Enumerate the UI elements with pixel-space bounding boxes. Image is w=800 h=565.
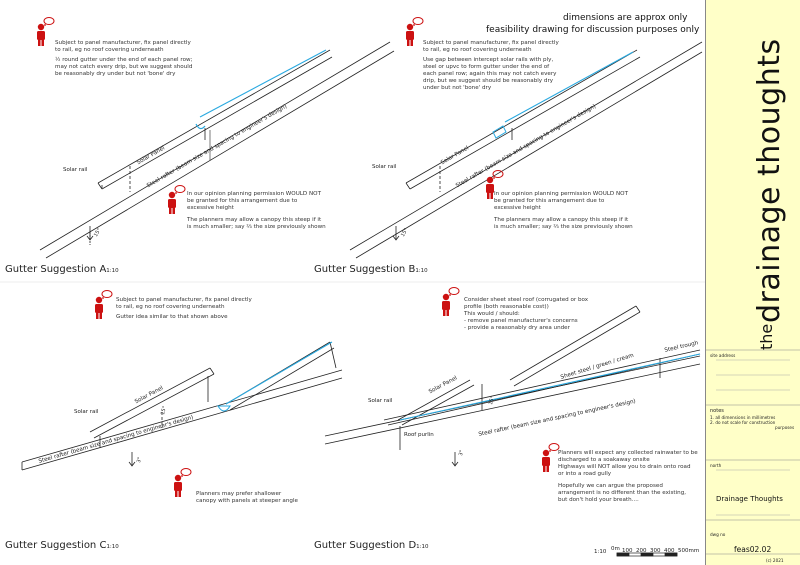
thinker-icon (173, 468, 192, 498)
scale-ratio: 1:10 (594, 549, 607, 555)
scale-tick-5: 500mm (678, 548, 700, 554)
panel-b-solar-rail: Solar rail (372, 164, 397, 170)
client-name: Drainage Thoughts (716, 495, 783, 503)
brand-name: drainage thoughts (752, 38, 787, 323)
thinker-icon (405, 17, 424, 47)
panel-b-caption: Gutter Suggestion B1:10 (314, 264, 428, 275)
panel-b-drawing (349, 41, 703, 259)
panel-b-note-1: Subject to panel manufacturer, fix panel… (423, 40, 559, 91)
note-1: 1. all dimensions in millimetres (710, 415, 776, 420)
panel-d-note-1: Consider sheet steel roof (corrugated or… (464, 297, 589, 331)
panel-b-note-2: In our opinion planning permission WOULD… (494, 191, 633, 230)
thinker-icon (36, 17, 55, 47)
panel-c-note-2: Planners may prefer shallower canopy wit… (196, 491, 298, 504)
note-3: purposes (775, 425, 795, 430)
header-feasibility-note: feasibility drawing for discussion purpo… (486, 25, 700, 35)
scale-bar (616, 552, 678, 557)
scale-tick-4: 400 (664, 548, 675, 554)
panel-c-solar-rail: Solar rail (74, 409, 99, 415)
title-block (705, 0, 800, 565)
notes-label: notes (710, 408, 724, 414)
drg-no-label: dwg no (710, 532, 726, 537)
header-dimensions-note: dimensions are approx only (563, 13, 688, 23)
revision: (c) 2021 (766, 558, 784, 563)
thinker-icon (94, 290, 113, 320)
thinker-icon (541, 443, 560, 473)
panel-d-caption: Gutter Suggestion D1:10 (314, 540, 429, 551)
panel-d-note-2: Planners will expect any collected rainw… (558, 450, 698, 503)
panel-a-drawing (39, 41, 395, 259)
scale-tick-0: 0m (611, 546, 620, 552)
scale-tick-2: 200 (636, 548, 647, 554)
thinker-icon (167, 185, 186, 215)
thinker-icon (441, 287, 460, 317)
panel-c-caption: Gutter Suggestion C1:10 (5, 540, 119, 551)
panel-a-caption: Gutter Suggestion A1:10 (5, 264, 119, 275)
brand-the: the (757, 323, 776, 350)
panel-a-note-1: Subject to panel manufacturer, fix panel… (55, 40, 193, 77)
scale-tick-1: 100 (622, 548, 633, 554)
note-2: 2. do not scale for construction (710, 420, 776, 425)
panel-d-drawing (324, 305, 701, 467)
scale-tick-3: 300 (650, 548, 661, 554)
panel-a-solar-rail: Solar rail (63, 167, 88, 173)
panel-c-drawing (21, 341, 343, 471)
panel-d-roof-purlin: Roof purlin (404, 432, 434, 438)
panel-c-note-1: Subject to panel manufacturer, fix panel… (116, 297, 252, 320)
drawing-number: feas02.02 (734, 545, 772, 554)
panel-d-solar-rail: Solar rail (368, 398, 393, 404)
north-label: north (710, 463, 722, 468)
site-address-label: site address (710, 353, 736, 358)
panel-a-note-2: In our opinion planning permission WOULD… (187, 191, 326, 230)
